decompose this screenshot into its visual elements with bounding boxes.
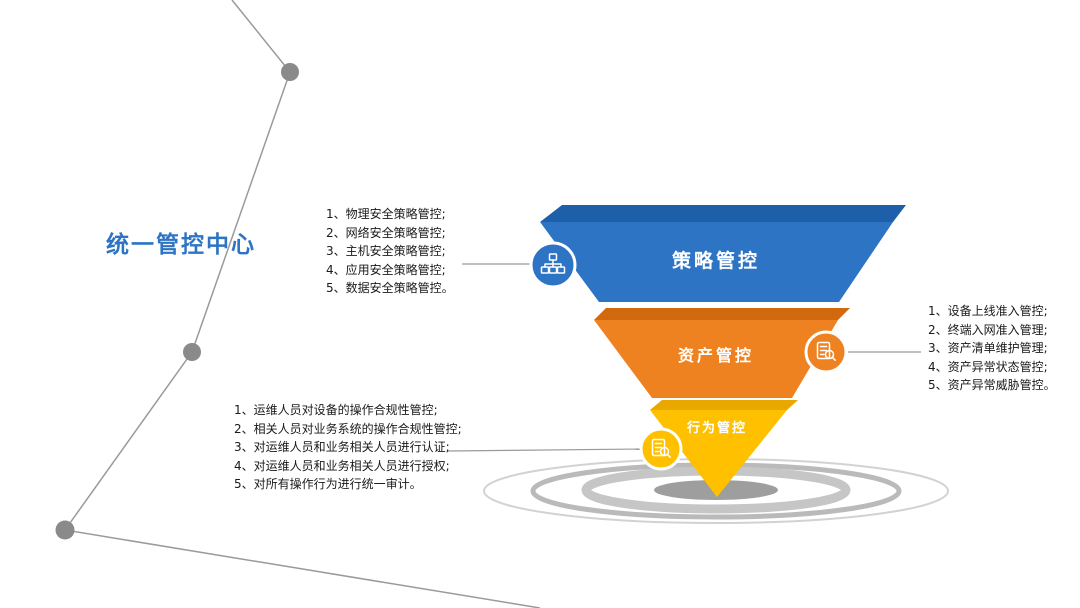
list-item: 4、资产异常状态管控; — [928, 359, 1048, 374]
list-item: 5、数据安全策略管控。 — [326, 281, 454, 296]
list-item: 2、相关人员对业务系统的操作合规性管控; — [234, 421, 462, 436]
list-item: 3、对运维人员和业务相关人员进行认证; — [234, 440, 450, 455]
document-search-icon — [651, 438, 671, 458]
funnel-policy-top-face — [540, 205, 906, 222]
document-search-icon — [816, 341, 836, 361]
asset-icon-badge — [804, 330, 848, 374]
funnel-layer-asset — [594, 308, 850, 398]
funnel-asset-front-face — [594, 320, 838, 398]
list-item: 2、终端入网准入管理; — [928, 322, 1048, 337]
connector-dot — [281, 63, 299, 81]
connector-dot — [183, 343, 201, 361]
funnel-label-asset: 资产管控 — [677, 346, 754, 365]
asset-control-list: 1、设备上线准入管控; 2、终端入网准入管理; 3、资产清单维护管理; 4、资产… — [928, 302, 1056, 395]
policy-icon-badge — [529, 241, 577, 289]
list-item: 4、应用安全策略管控; — [326, 262, 446, 277]
funnel-behavior-top-face — [650, 400, 798, 410]
list-item: 2、网络安全策略管控; — [326, 225, 446, 240]
list-item: 1、运维人员对设备的操作合规性管控; — [234, 403, 438, 417]
behavior-icon-badge — [639, 427, 683, 471]
leader-line-behavior — [447, 448, 641, 452]
page-title: 统一管控中心 — [106, 232, 256, 258]
list-item: 3、主机安全策略管控; — [326, 244, 446, 259]
funnel-label-policy: 策略管控 — [671, 250, 760, 272]
funnel-asset-top-face — [594, 308, 850, 320]
connector-dot — [55, 520, 75, 540]
list-item: 1、物理安全策略管控; — [326, 207, 446, 221]
funnel-layer-policy — [540, 205, 906, 302]
hierarchy-icon — [540, 253, 566, 274]
behavior-control-list: 1、运维人员对设备的操作合规性管控; 2、相关人员对业务系统的操作合规性管控; … — [234, 401, 462, 494]
funnel-label-behavior: 行为管控 — [686, 421, 747, 436]
list-item: 5、对所有操作行为进行统一审计。 — [234, 477, 422, 492]
zigzag-connector-line — [63, 0, 541, 608]
funnel-behavior-front-face — [650, 410, 787, 497]
funnel-policy-front-face — [540, 222, 893, 302]
policy-control-list: 1、物理安全策略管控; 2、网络安全策略管控; 3、主机安全策略管控; 4、应用… — [326, 205, 454, 298]
funnel-layer-behavior — [650, 400, 798, 497]
list-item: 5、资产异常威胁管控。 — [928, 378, 1056, 393]
list-item: 4、对运维人员和业务相关人员进行授权; — [234, 458, 450, 473]
list-item: 1、设备上线准入管控; — [928, 304, 1048, 318]
list-item: 3、资产清单维护管理; — [928, 341, 1048, 356]
